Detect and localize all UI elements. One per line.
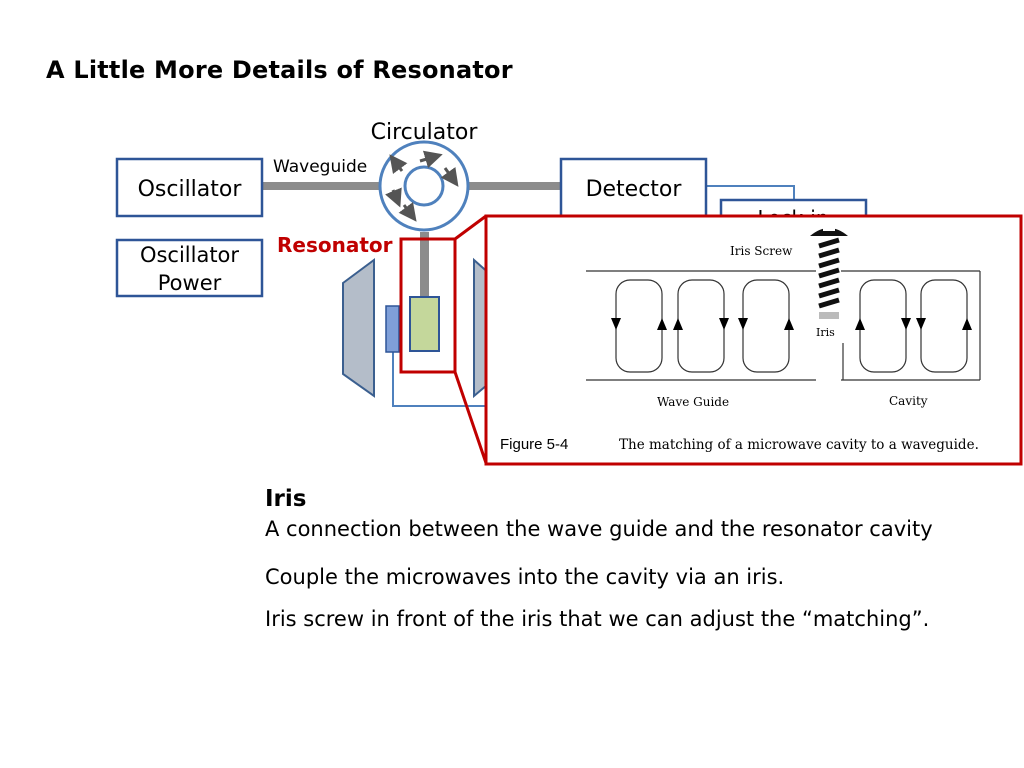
oscillator-power-label-line1: Oscillator: [140, 243, 239, 267]
figure-waveguide-label: Wave Guide: [657, 395, 729, 409]
iris-screw-note: Iris screw in front of the iris that we …: [265, 607, 930, 631]
figure-cavity-label: Cavity: [889, 394, 928, 408]
waveguide-down-bar: [420, 232, 429, 298]
oscillator-box: [115, 157, 264, 218]
detector-box: [559, 157, 708, 218]
iris-definition: A connection between the wave guide and …: [265, 517, 933, 541]
figure-caption-text: The matching of a microwave cavity to a …: [619, 437, 979, 453]
left-magnet: [342, 258, 375, 398]
waveguide-right-bar: [462, 182, 562, 190]
modulation-coil: [385, 305, 400, 353]
resonator-highlight-box: [399, 237, 457, 374]
zoom-connector-top: [454, 214, 487, 241]
figure-inset: Iris Screw Iris Wave Guide Cavity Figure…: [484, 214, 1023, 466]
iris-heading: Iris: [265, 486, 307, 512]
figure-iris-label: Iris: [816, 326, 835, 339]
iris-screw-icon: [810, 228, 848, 319]
oscillator-power-box: [115, 238, 264, 298]
coil-wire: [392, 350, 490, 407]
oscillator-power-label-line2: Power: [158, 271, 222, 295]
slide-title: A Little More Details of Resonator: [46, 56, 513, 84]
resonator-label: Resonator: [277, 233, 393, 257]
figure-iris-screw-label: Iris Screw: [730, 244, 793, 258]
waveguide-label: Waveguide: [273, 157, 367, 177]
figure-caption-number: Figure 5-4: [500, 436, 568, 453]
detector-label: Detector: [586, 177, 683, 202]
sample-cavity: [409, 296, 440, 352]
iris-coupling-note: Couple the microwaves into the cavity vi…: [265, 565, 785, 589]
iris-description: Iris A connection between the wave guide…: [265, 484, 1015, 633]
zoom-connector-bottom: [453, 371, 488, 464]
waveguide-left-bar: [262, 182, 384, 190]
circulator-icon: [378, 140, 470, 232]
oscillator-label: Oscillator: [138, 177, 243, 202]
